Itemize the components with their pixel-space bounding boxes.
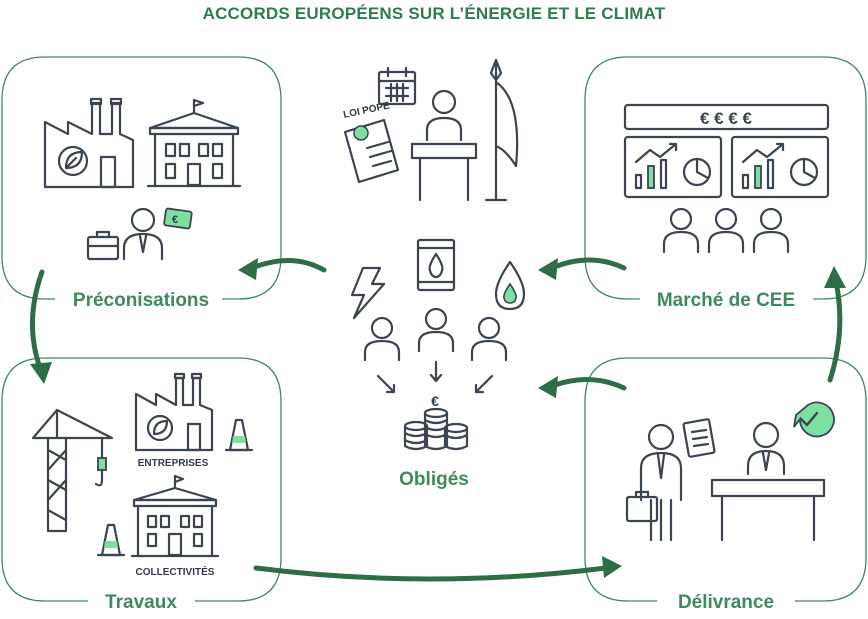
converging-arrows-icon [376, 360, 494, 394]
cone-icon-2 [96, 523, 126, 557]
panel-preconisations: Préconisations [1, 56, 282, 311]
arrow-to-preconisations [249, 257, 327, 273]
panel-delivrance: Délivrance [584, 357, 867, 613]
factory-icon [43, 97, 135, 189]
money-euro-icon: € [172, 214, 178, 226]
lightning-icon [350, 266, 386, 320]
enterprise-factory-icon [134, 372, 214, 452]
cone-icon [224, 418, 254, 452]
flag-icon [484, 58, 519, 202]
law-document-icon [343, 118, 400, 184]
arrow-preconisations-to-travaux [30, 269, 45, 371]
delivrance-label: Délivrance [678, 592, 774, 613]
calendar-icon [377, 66, 417, 106]
entreprises-caption: ENTREPRISES [138, 458, 209, 469]
arrow-delivrance-to-marche [827, 279, 843, 383]
euro-symbol: € [431, 393, 439, 409]
marche-label: Marché de CEE [657, 290, 795, 311]
price-banner [623, 103, 830, 131]
arrow-travaux-to-delivrance [253, 565, 609, 582]
traders-icon [662, 207, 790, 254]
arrow-delivrance-to-center [549, 376, 627, 391]
obliges-group: € Obligés [350, 238, 526, 490]
document-icon [682, 418, 716, 458]
panel-travaux: Travaux ENTREPRISES [1, 357, 282, 613]
obliges-label: Obligés [399, 469, 469, 490]
advisor-icon: € [86, 207, 193, 261]
oil-barrel-icon [416, 238, 456, 292]
coin-stacks-icon [403, 407, 469, 451]
government-building-icon [146, 98, 242, 188]
loi-pope-group: LOI POPE [342, 58, 519, 202]
euro-row: € € € € [700, 109, 753, 128]
official-desk-icon [710, 421, 826, 542]
preconisations-label: Préconisations [73, 290, 209, 311]
consumers-icon [363, 307, 508, 362]
collectivites-caption: COLLECTIVITÉS [136, 565, 215, 578]
gas-flame-icon [494, 260, 526, 311]
crane-icon [31, 408, 114, 533]
travaux-label: Travaux [105, 592, 177, 613]
arrow-marche-to-center [549, 257, 627, 271]
chart-screen-right-icon [730, 135, 830, 199]
town-hall-icon [130, 474, 220, 558]
panel-marche-cee: Marché de CEE € € € € [584, 56, 867, 311]
diagram-title: ACCORDS EUROPÉENS SUR L’ÉNERGIE ET LE CL… [203, 4, 666, 23]
flow-arrows [30, 257, 846, 582]
loi-pope-label: LOI POPE [342, 100, 391, 121]
applicant-icon [625, 423, 683, 542]
approval-check-icon [793, 401, 835, 438]
speaker-podium-icon [410, 89, 478, 202]
chart-screen-left-icon [623, 135, 723, 199]
